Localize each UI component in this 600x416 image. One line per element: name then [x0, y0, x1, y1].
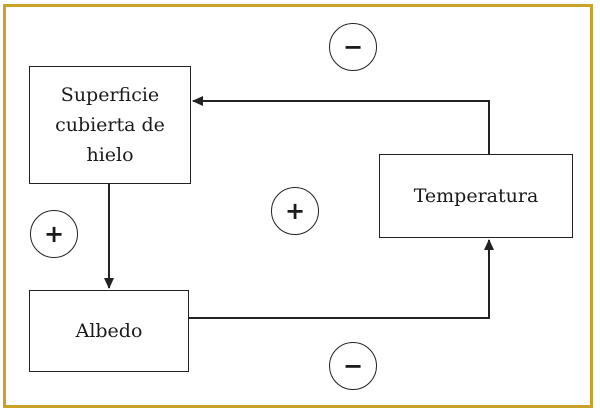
arrow-temperatura-to-superficie	[192, 96, 490, 154]
negative-sign-bottom: −	[329, 342, 377, 390]
node-superficie-label: Superficie cubierta de hielo	[55, 84, 165, 166]
node-albedo: Albedo	[29, 290, 189, 372]
positive-sign-left: +	[30, 210, 78, 258]
node-superficie-cubierta-de-hielo: Superficie cubierta de hielo	[29, 66, 191, 184]
positive-sign-center: +	[271, 187, 319, 235]
arrow-albedo-to-temperatura	[189, 239, 494, 319]
node-albedo-label: Albedo	[75, 320, 143, 342]
node-temperatura: Temperatura	[379, 154, 573, 238]
negative-sign-top: −	[329, 23, 377, 71]
node-temperatura-label: Temperatura	[413, 185, 539, 207]
